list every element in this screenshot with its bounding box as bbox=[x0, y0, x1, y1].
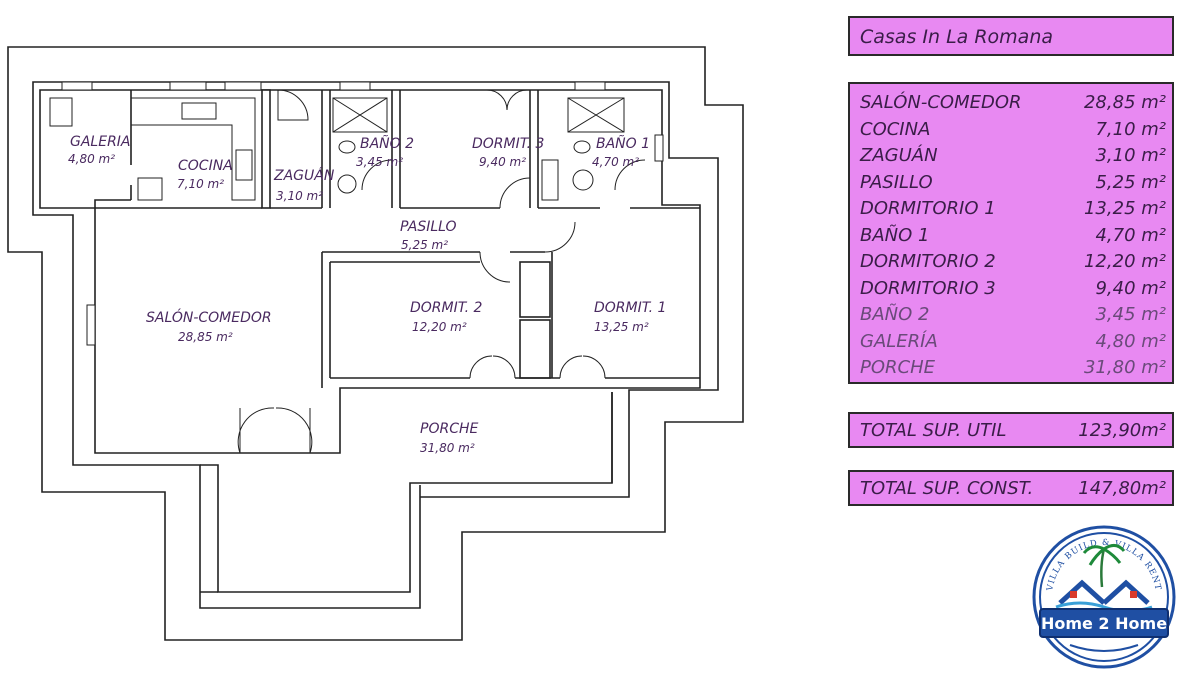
total-const-box: TOTAL SUP. CONST. 147,80m² bbox=[848, 470, 1174, 506]
label-dormit3-area: 9,40 m² bbox=[479, 155, 526, 169]
logo-text: Home 2 Home bbox=[1041, 614, 1167, 633]
galeria-unit bbox=[49, 97, 73, 127]
wardrobe-dormit1 bbox=[519, 319, 551, 379]
label-bano1-area: 4,70 m² bbox=[592, 155, 639, 169]
label-cocina-area: 7,10 m² bbox=[177, 177, 224, 191]
wall-cocina-right bbox=[261, 89, 271, 209]
sink bbox=[181, 102, 217, 120]
project-title: Casas In La Romana bbox=[860, 26, 1054, 48]
door-dormit1-patio bbox=[559, 355, 606, 379]
label-dormit3-name: DORMIT. 3 bbox=[472, 136, 544, 152]
label-dormit2-area: 12,20 m² bbox=[412, 320, 467, 334]
washing-machine bbox=[137, 177, 163, 201]
shower-bano2 bbox=[332, 97, 388, 133]
shower-bano1 bbox=[567, 97, 625, 133]
label-salon-name: SALÓN-COMEDOR bbox=[146, 308, 272, 326]
home2home-logo: VILLA BUILD & VILLA RENT Home 2 Home bbox=[1032, 525, 1176, 669]
door-pasillo bbox=[499, 177, 531, 209]
door-zaguan bbox=[277, 89, 309, 121]
house-inner-wall bbox=[39, 89, 701, 454]
door-dormit2 bbox=[479, 251, 511, 283]
label-cocina-name: COCINA bbox=[178, 158, 233, 174]
door-salon-patio bbox=[237, 407, 313, 454]
house-outer-wall bbox=[32, 81, 719, 609]
cooktop bbox=[235, 149, 253, 181]
label-porche-name: PORCHE bbox=[420, 421, 478, 437]
label-dormit1-area: 13,25 m² bbox=[594, 320, 649, 334]
plot-boundary bbox=[7, 46, 744, 641]
project-title-box: Casas In La Romana bbox=[848, 16, 1174, 56]
label-pasillo-name: PASILLO bbox=[400, 219, 457, 235]
floor-plan: GALERIA 4,80 m² COCINA 7,10 m² ZAGUÁN 3,… bbox=[7, 46, 744, 641]
wardrobe-dormit2 bbox=[519, 261, 551, 318]
label-salon-area: 28,85 m² bbox=[178, 330, 233, 344]
kitchen-counter bbox=[131, 97, 256, 201]
label-galeria-area: 4,80 m² bbox=[68, 152, 115, 166]
door-dormit3 bbox=[486, 89, 528, 111]
label-bano2-area: 3,45 m² bbox=[356, 155, 403, 169]
porch-outline bbox=[200, 392, 613, 593]
door-bano1 bbox=[614, 159, 646, 191]
label-porche-area: 31,80 m² bbox=[420, 441, 475, 455]
total-const-label: TOTAL SUP. CONST. bbox=[860, 477, 1034, 499]
label-zaguan-name: ZAGUÁN bbox=[273, 167, 335, 184]
label-dormit1-name: DORMIT. 1 bbox=[594, 300, 666, 316]
total-util-label: TOTAL SUP. UTIL bbox=[860, 419, 1007, 441]
label-galeria-name: GALERIA bbox=[70, 134, 131, 150]
door-bano2 bbox=[361, 159, 393, 191]
label-bano1-name: BAÑO 1 bbox=[596, 135, 650, 152]
label-pasillo-area: 5,25 m² bbox=[401, 238, 448, 252]
total-const-value: 147,80m² bbox=[1078, 477, 1166, 499]
total-util-box: TOTAL SUP. UTIL 123,90m² bbox=[848, 412, 1174, 448]
total-util-value: 123,90m² bbox=[1078, 419, 1166, 441]
label-dormit2-name: DORMIT. 2 bbox=[410, 300, 483, 316]
label-zaguan-area: 3,10 m² bbox=[276, 189, 323, 203]
label-bano2-name: BAÑO 2 bbox=[360, 135, 414, 152]
door-pasillo-2 bbox=[544, 221, 576, 253]
door-dormit2-patio bbox=[469, 355, 516, 379]
